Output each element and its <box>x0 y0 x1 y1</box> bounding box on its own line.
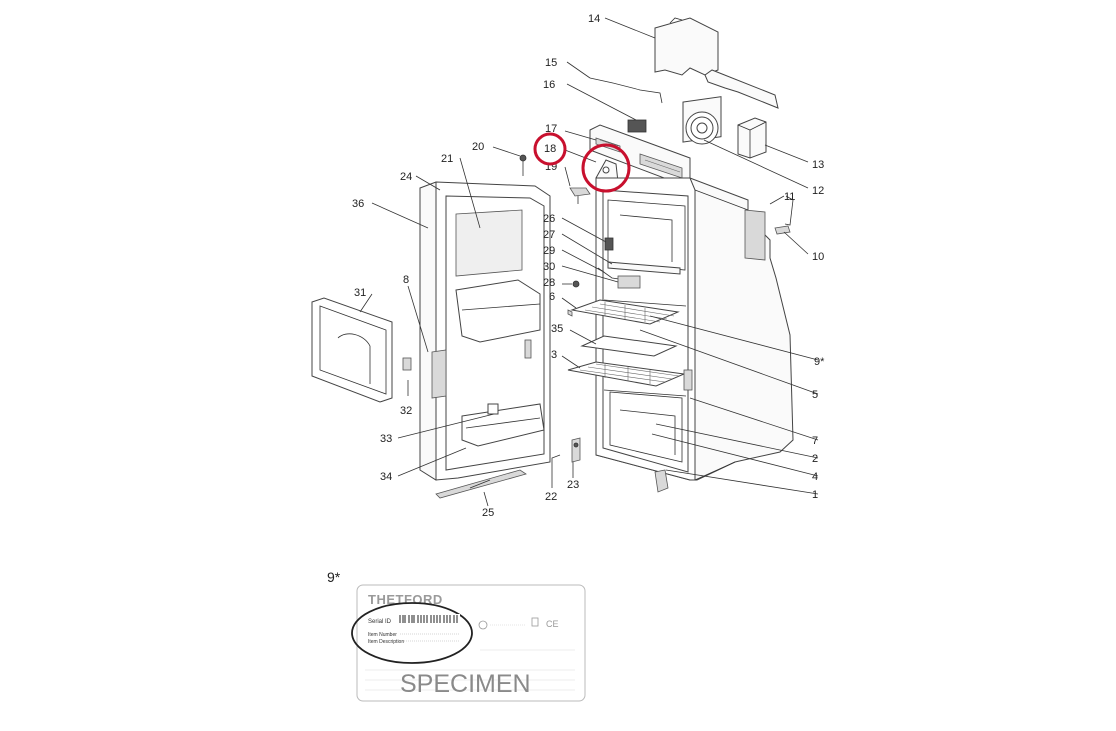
part-3-lower-shelf <box>567 361 686 387</box>
part-14-top-cover <box>654 17 779 109</box>
part-20-screw <box>519 154 527 176</box>
part-5-handle <box>683 369 693 391</box>
callout-4: 4 <box>812 471 818 483</box>
callout-28: 28 <box>543 277 555 289</box>
serial-id-label: Serial ID <box>368 619 392 625</box>
spec-rows <box>365 649 575 691</box>
label-card-marker: 9* <box>327 569 341 585</box>
callout-10: 10 <box>812 251 824 263</box>
callout-22: 22 <box>545 491 557 503</box>
callout-24: 24 <box>400 171 412 183</box>
highlight-part-18 <box>581 143 631 193</box>
callout-18: 18 <box>544 143 556 155</box>
part-6-upper-shelf <box>567 299 680 325</box>
callout-3: 3 <box>551 349 557 361</box>
callout-34: 34 <box>380 471 392 483</box>
door-assembly <box>419 181 551 481</box>
part-19-knob <box>569 187 591 204</box>
rating-label-card: 9* THETFORD Serial ID Item Number Item D… <box>327 569 586 702</box>
item-description-label: Item Description <box>368 639 404 645</box>
part-25-bottom-rail <box>435 469 527 499</box>
callout-17: 17 <box>545 123 557 135</box>
callout-35: 35 <box>551 323 563 335</box>
part-16-bracket <box>627 119 647 133</box>
callout-32: 32 <box>400 405 412 417</box>
callout-36: 36 <box>352 198 364 210</box>
item-number-label: Item Number <box>368 632 397 638</box>
part-1-bottom-hinge <box>654 469 669 493</box>
certification-mark-icon <box>478 620 488 630</box>
callout-13: 13 <box>812 159 824 171</box>
part-15-wire <box>589 77 663 104</box>
part-10-clip <box>774 225 791 235</box>
leader-lines <box>359 17 819 507</box>
part-13-box <box>737 117 767 159</box>
callout-9star: 9* <box>814 356 825 368</box>
serial-highlight-ellipse <box>351 602 473 664</box>
callout-labels: 14 15 16 17 18 19 20 21 24 36 11 13 12 1… <box>352 13 825 519</box>
callout-20: 20 <box>472 141 484 153</box>
part-33-shelf-clip <box>487 403 499 415</box>
callout-21: 21 <box>441 153 453 165</box>
callout-27: 27 <box>543 229 555 241</box>
specimen-watermark: SPECIMEN <box>400 670 531 698</box>
part-26-latch <box>604 237 614 251</box>
callout-8: 8 <box>403 274 409 286</box>
part-32-clip <box>402 357 412 371</box>
part-35-glass-plate <box>580 335 678 357</box>
part-28-screw <box>572 280 580 288</box>
part-11-allen-key <box>784 195 794 226</box>
callout-25: 25 <box>482 507 494 519</box>
highlight-callout-18 <box>533 132 567 166</box>
part-23-hinge <box>571 437 581 463</box>
callout-2: 2 <box>812 453 818 465</box>
part-30-light-cover <box>617 275 641 289</box>
ce-mark: CE <box>546 619 559 629</box>
callout-11: 11 <box>784 191 795 203</box>
callout-5: 5 <box>812 389 818 401</box>
weee-bin-icon <box>531 617 539 627</box>
callout-29: 29 <box>543 245 555 257</box>
callout-31: 31 <box>354 287 366 299</box>
callout-26: 26 <box>543 213 555 225</box>
callout-33: 33 <box>380 433 392 445</box>
callout-23: 23 <box>567 479 579 491</box>
part-31-panel <box>311 297 393 403</box>
callout-12: 12 <box>812 185 824 197</box>
part-12-fan <box>682 96 722 145</box>
callout-15: 15 <box>545 57 557 69</box>
callout-7: 7 <box>812 435 818 447</box>
part-22-bracket <box>551 454 561 488</box>
callout-14: 14 <box>588 13 600 25</box>
callout-30: 30 <box>543 261 555 273</box>
callout-16: 16 <box>543 79 555 91</box>
barcode <box>398 614 460 624</box>
part-27-rail <box>607 261 681 275</box>
callout-1: 1 <box>812 489 818 501</box>
cabinet-body <box>595 177 794 481</box>
callout-6: 6 <box>549 291 555 303</box>
